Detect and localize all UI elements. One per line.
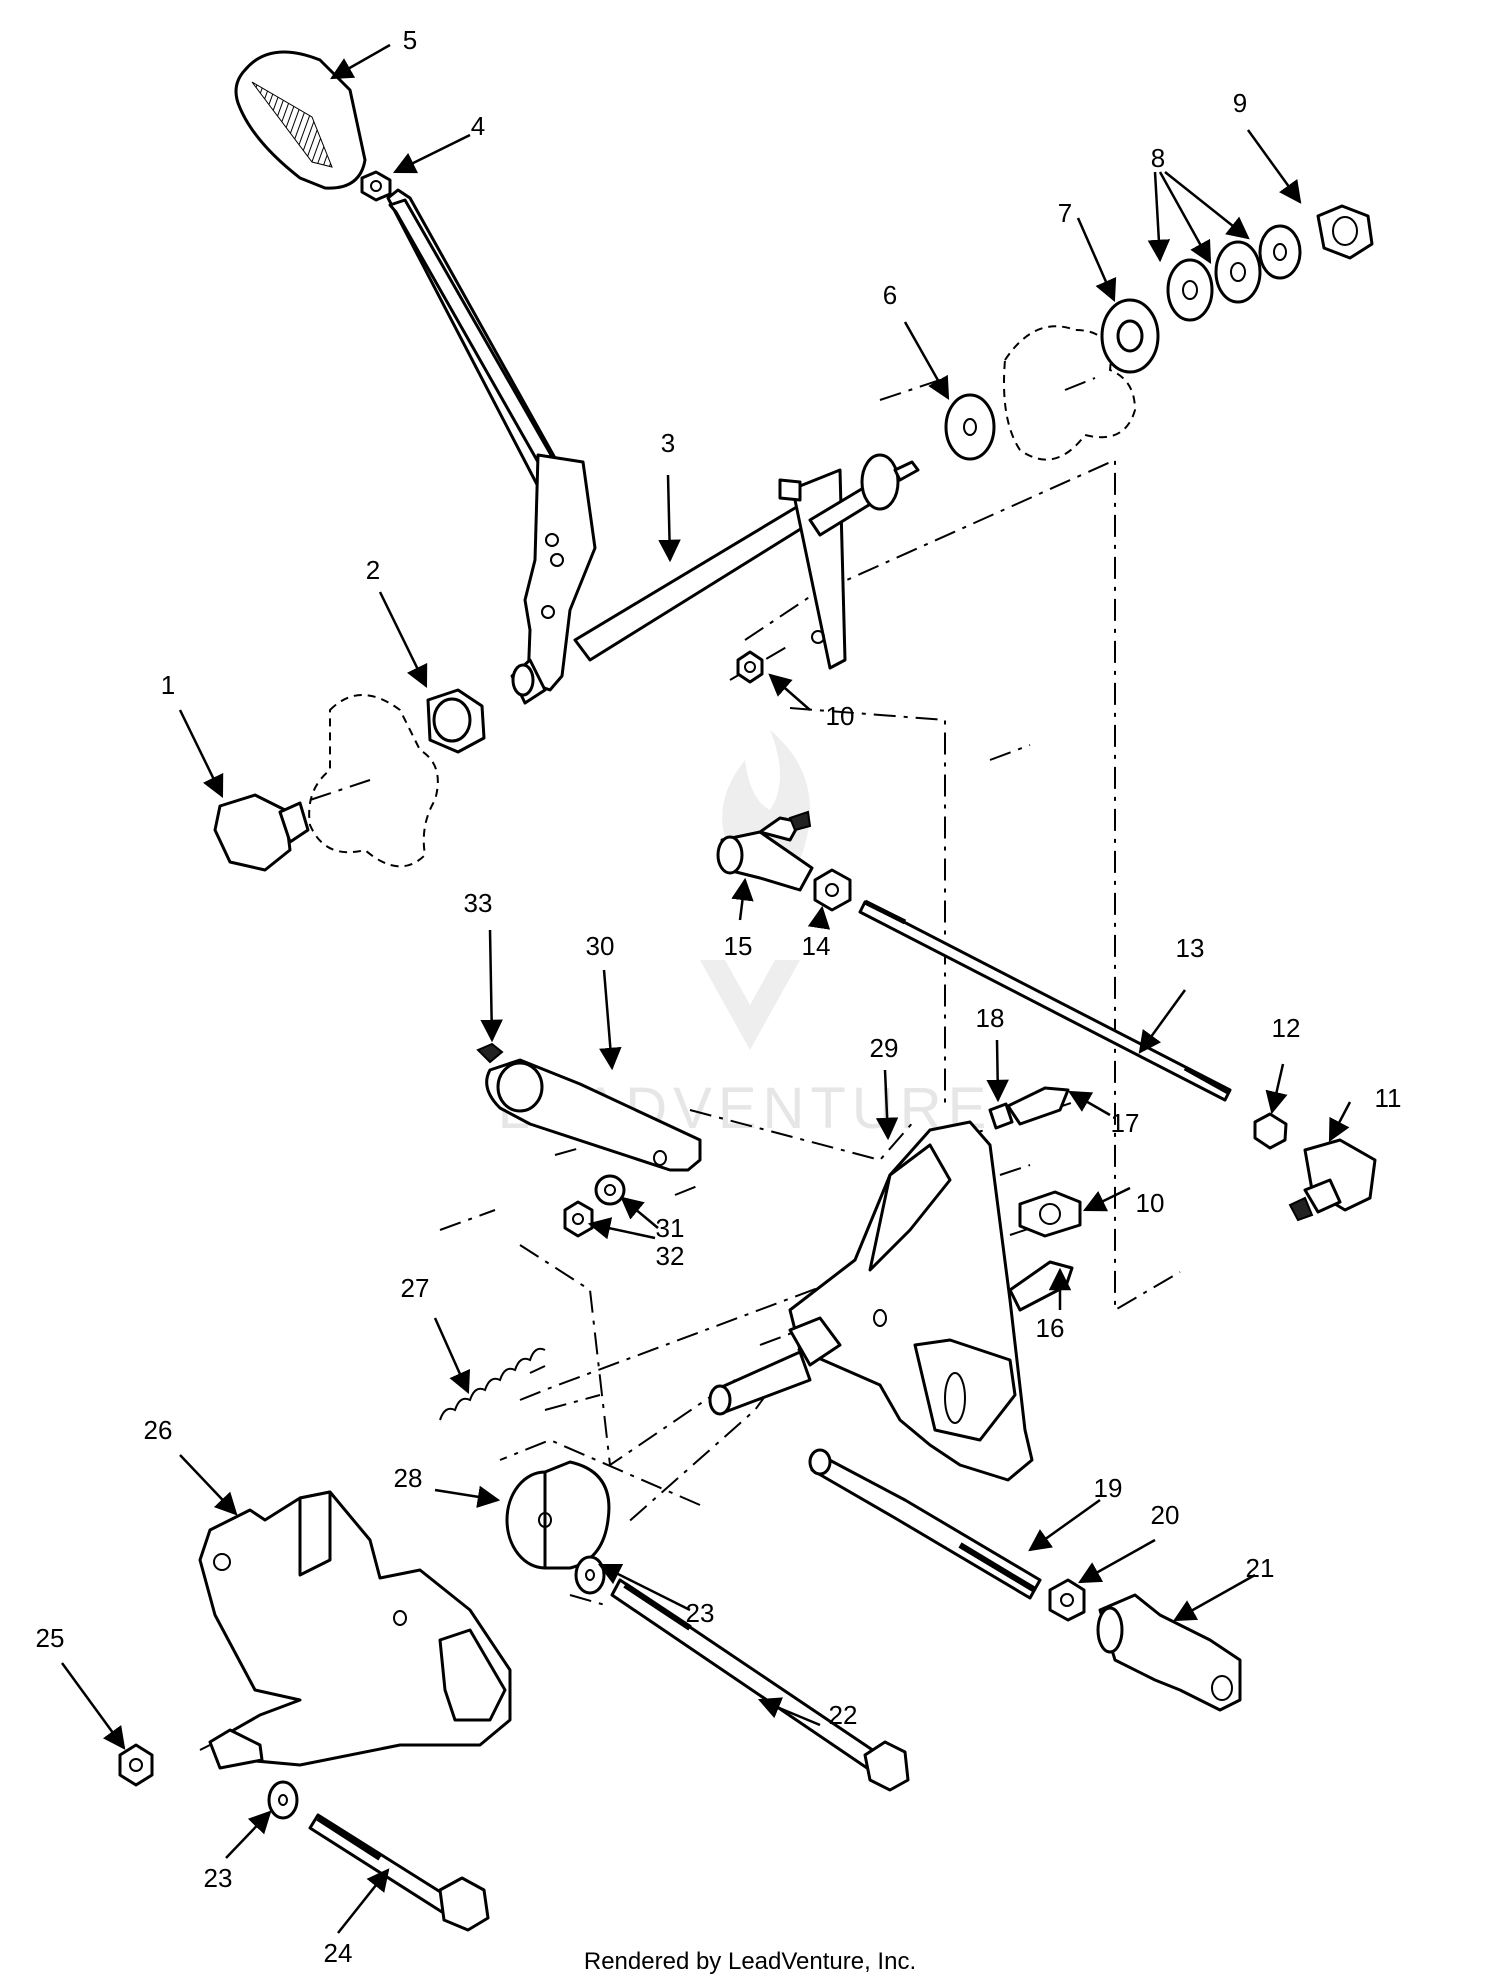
callout-26: 26 [144, 1415, 173, 1445]
callout-29: 29 [870, 1033, 899, 1063]
bracket-nut [118, 1743, 154, 1787]
callout-16: 16 [1036, 1313, 1065, 1343]
callout-1: 1 [161, 670, 175, 700]
callout-24: 24 [324, 1938, 353, 1968]
callout-14: 14 [802, 931, 831, 961]
shaft-hardware [944, 204, 1374, 461]
callout-31: 31 [656, 1213, 685, 1243]
grip-jam-nut [360, 170, 392, 202]
callout-8: 8 [1151, 143, 1165, 173]
shift-lever-shaft [386, 188, 920, 705]
pivot-bolt-and-nut [213, 688, 486, 872]
callout-leaders [60, 43, 1352, 1934]
callout-12: 12 [1272, 1013, 1301, 1043]
callout-21: 21 [1246, 1553, 1275, 1583]
callout-9: 9 [1233, 88, 1247, 118]
callout-15: 15 [724, 931, 753, 961]
bushing [505, 1460, 611, 1570]
callout-30: 30 [586, 931, 615, 961]
callout-7: 7 [1058, 198, 1072, 228]
trunnion [716, 810, 814, 892]
arm-nut-and-washer [563, 1174, 626, 1238]
callout-11: 11 [1375, 1083, 1402, 1113]
long-bolt [610, 1578, 910, 1792]
set-screw [476, 1042, 504, 1064]
nut-upper [736, 650, 764, 684]
callout-labels: 1 2 3 4 5 6 7 8 9 10 10 11 12 13 14 15 1… [36, 25, 1402, 1968]
bracket-plate [708, 1120, 1034, 1482]
short-bolt [308, 1813, 490, 1932]
callout-20: 20 [1151, 1500, 1180, 1530]
lever-grip [234, 50, 367, 190]
callout-3: 3 [661, 428, 675, 458]
callout-32: 32 [656, 1241, 685, 1271]
control-arm [485, 1058, 702, 1172]
callout-23-lower: 23 [204, 1863, 233, 1893]
footer-credit: Rendered by LeadVenture, Inc. [583, 1948, 917, 1975]
return-spring [439, 1347, 546, 1421]
callout-10-lower: 10 [1136, 1188, 1165, 1218]
rod-swivel [1253, 1112, 1377, 1222]
callout-18: 18 [976, 1003, 1005, 1033]
control-rod [858, 899, 1232, 1102]
pedal-bracket [198, 1490, 512, 1770]
callout-33: 33 [464, 888, 493, 918]
callout-17: 17 [1111, 1108, 1140, 1138]
callout-2: 2 [366, 555, 380, 585]
callout-28: 28 [394, 1463, 423, 1493]
rod-nut-upper [813, 868, 852, 912]
callout-6: 6 [883, 280, 897, 310]
callout-5: 5 [403, 25, 417, 55]
callout-13: 13 [1176, 933, 1205, 963]
callout-23-upper: 23 [686, 1598, 715, 1628]
clevis-linkage [808, 1448, 1242, 1712]
callout-25: 25 [36, 1623, 65, 1653]
callout-19: 19 [1094, 1473, 1123, 1503]
callout-10-upper: 10 [826, 701, 855, 731]
callout-27: 27 [401, 1273, 430, 1303]
callout-22: 22 [829, 1700, 858, 1730]
washers [267, 1555, 606, 1820]
callout-4: 4 [471, 111, 485, 141]
